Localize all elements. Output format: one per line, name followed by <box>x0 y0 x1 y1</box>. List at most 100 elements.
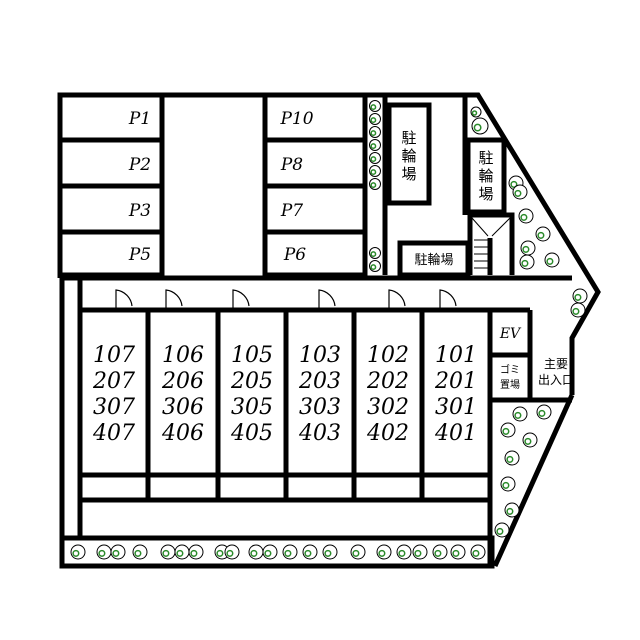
tree-shade <box>112 549 120 557</box>
tree-shade <box>284 549 292 557</box>
tree-shade <box>370 182 377 189</box>
unit-number: 102 <box>367 343 409 368</box>
tree-shade <box>514 189 522 197</box>
tree-shade <box>226 549 234 557</box>
unit-number: 402 <box>366 421 409 446</box>
entrance-label-1: 主要 <box>544 357 568 371</box>
tree-shade <box>370 143 377 150</box>
doors <box>115 289 457 308</box>
tree-shade <box>176 549 184 557</box>
tree-shade <box>414 549 422 557</box>
door-icon <box>232 289 250 308</box>
unit-number: 405 <box>230 421 273 446</box>
unit-number: 302 <box>367 395 409 420</box>
trees <box>70 100 588 560</box>
tree-shade <box>537 231 545 239</box>
walls <box>57 92 601 569</box>
unit-number: 107 <box>93 343 135 368</box>
tree-shade <box>162 549 170 557</box>
unit-number: 203 <box>298 369 341 394</box>
tree-shade <box>546 257 554 265</box>
unit-number: 106 <box>162 343 204 368</box>
entrance-label-2: 出入口 <box>538 373 574 387</box>
tree-shade <box>134 549 142 557</box>
tree-shade <box>502 427 510 435</box>
tree-shade <box>473 123 482 132</box>
tree-shade <box>510 180 518 188</box>
door-icon <box>165 289 183 308</box>
parking-space-label: P8 <box>280 155 303 175</box>
tree-shade <box>264 549 272 557</box>
tree-shade <box>522 245 530 253</box>
parking-space-label: P10 <box>279 109 313 129</box>
tree-shade <box>378 549 386 557</box>
stairs <box>471 217 511 269</box>
tree-shade <box>398 549 406 557</box>
tree-shade <box>324 549 332 557</box>
unit-number: 306 <box>162 395 204 420</box>
tree-shade <box>216 549 224 557</box>
tree-shade <box>524 437 532 445</box>
unit-number: 105 <box>231 343 273 368</box>
unit-number: 202 <box>366 369 409 394</box>
unit-number: 406 <box>161 421 204 446</box>
tree-shade <box>452 549 460 557</box>
parking-space-label: P1 <box>128 109 151 129</box>
unit-number: 401 <box>434 421 477 446</box>
tree-shade <box>352 549 360 557</box>
bike-parking-1: 駐輪場 <box>401 129 416 183</box>
tree-shade <box>370 169 377 176</box>
tree-shade <box>72 549 80 557</box>
tree-shade <box>496 527 504 535</box>
unit-number: 301 <box>435 395 477 420</box>
door-icon <box>439 289 457 308</box>
unit-number: 103 <box>299 343 341 368</box>
unit-number: 101 <box>435 343 477 368</box>
tree-shade <box>370 156 377 163</box>
tree-shade <box>574 293 582 301</box>
tree-shade <box>370 264 377 271</box>
tree-shade <box>514 411 522 419</box>
unit-number: 403 <box>298 421 341 446</box>
unit-number: 407 <box>92 421 135 446</box>
trash-label-1: ゴミ <box>500 363 520 376</box>
door-icon <box>388 289 406 308</box>
tree-shade <box>506 455 514 463</box>
bike-parking-char: 場 <box>478 185 493 203</box>
tree-shade <box>304 549 312 557</box>
parking-space-label: P5 <box>128 245 151 265</box>
unit-number: 205 <box>230 369 273 394</box>
parking-space-label: P7 <box>280 201 303 221</box>
parking-space-label: P3 <box>128 201 151 221</box>
unit-number: 303 <box>299 395 341 420</box>
unit-number: 305 <box>231 395 273 420</box>
tree-shade <box>520 213 528 221</box>
unit-number: 206 <box>161 369 204 394</box>
trash-label-2: 置場 <box>500 378 520 391</box>
tree-shade <box>370 130 377 137</box>
bike-parking-label-3: 駐輪場 <box>414 252 453 268</box>
tree-shade <box>250 549 258 557</box>
bike-parking-char: 駐 <box>478 149 493 167</box>
tree-shade <box>98 549 106 557</box>
tree-shade <box>370 104 377 111</box>
unit-number: 201 <box>434 369 477 394</box>
bike-parking-char: 輪 <box>401 147 416 165</box>
unit-number: 307 <box>93 395 135 420</box>
tree-shade <box>502 481 510 489</box>
parking-space-label: P2 <box>128 155 151 175</box>
ev-label: EV <box>499 326 522 342</box>
tree-shade <box>471 110 478 116</box>
tree-shade <box>521 259 529 267</box>
parking-space-label: P6 <box>283 245 306 265</box>
door-icon <box>318 289 336 308</box>
tree-shade <box>506 507 514 515</box>
tree-shade <box>434 549 442 557</box>
tree-shade <box>370 251 377 258</box>
bike-parking-char: 場 <box>401 165 416 183</box>
tree-shade <box>190 549 198 557</box>
bike-parking-char: 駐 <box>401 129 416 147</box>
bike-parking-char: 輪 <box>478 167 493 185</box>
tree-shade <box>370 117 377 124</box>
